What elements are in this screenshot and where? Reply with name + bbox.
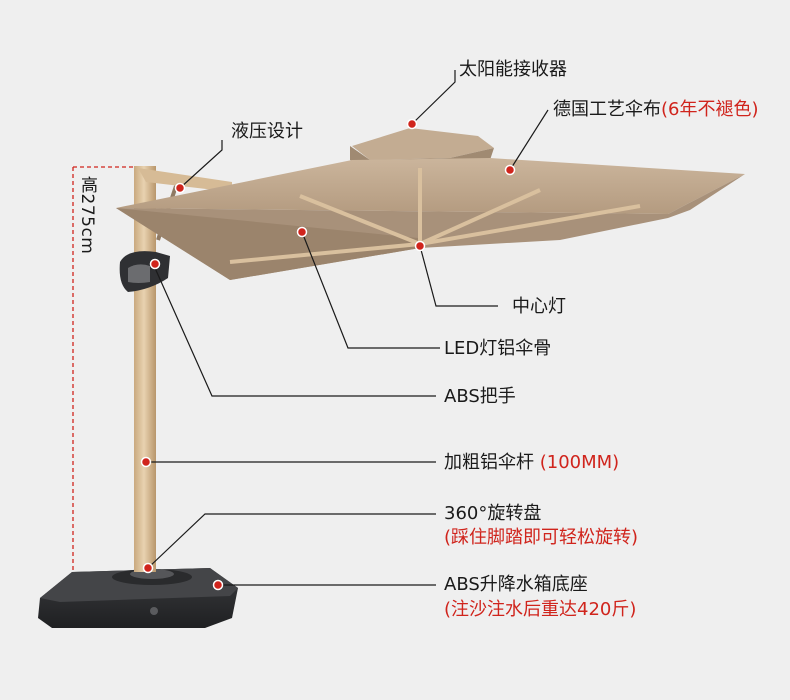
hydraulic-label: 液压设计 [231, 121, 303, 142]
base-note: (注沙注水后重达420斤) [444, 599, 637, 620]
leader-lines [146, 70, 549, 586]
height-dimension-line [72, 166, 135, 622]
canopy-main [116, 158, 745, 280]
pole-label: 加粗铝伞杆 [444, 452, 534, 473]
rotation-label: 360°旋转盘 [444, 503, 542, 524]
led-ribs-label: LED灯铝伞骨 [444, 338, 552, 359]
pole-note: (100MM) [539, 452, 620, 473]
base-label: ABS升降水箱底座 [444, 574, 588, 595]
solar-receiver-label: 太阳能接收器 [459, 59, 567, 80]
fabric-label: 德国工艺伞布 [553, 99, 661, 120]
fabric-label-line: 德国工艺伞布(6年不褪色) [553, 99, 759, 121]
center-light-label: 中心灯 [512, 296, 566, 317]
rotation-note: (踩住脚踏即可轻松旋转) [444, 527, 639, 548]
abs-handle-label: ABS把手 [444, 386, 516, 407]
canopy-ribs [229, 168, 641, 264]
pole-label-line: 加粗铝伞杆 (100MM) [444, 452, 619, 474]
height-label: 高275cm [77, 176, 97, 255]
marker-dots [140, 118, 516, 591]
water-tank-base [38, 568, 238, 628]
fabric-note: (6年不褪色) [661, 99, 759, 120]
